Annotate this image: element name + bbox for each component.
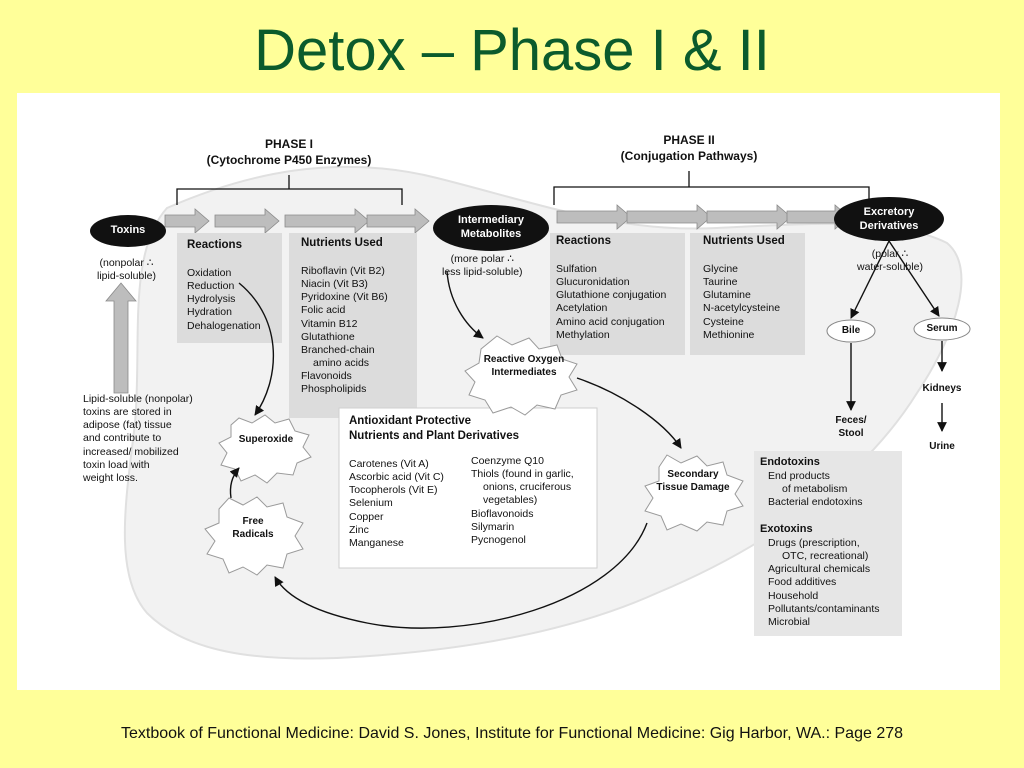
- superoxide-label: Superoxide: [238, 434, 294, 445]
- phase2-nutrients-box: [690, 233, 805, 355]
- slide-title: Detox – Phase I & II: [254, 18, 770, 83]
- phase2-nutrients-list: Glycine Taurine Glutamine N-acetylcystei…: [703, 263, 781, 341]
- citation: Textbook of Functional Medicine: David S…: [120, 725, 904, 742]
- intermediary-note: (more polar ∴ less lipid-soluble): [442, 253, 523, 279]
- urine-label: Urine: [929, 441, 955, 452]
- arrow-freeradicals-superoxide: [229, 467, 240, 499]
- arrow-intermediary-ros: [446, 270, 484, 339]
- toxin-sources-box: [754, 451, 902, 636]
- arrow-excretory-serum: [888, 240, 940, 317]
- secondary-damage-label: Secondary Tissue Damage: [656, 469, 730, 493]
- antioxidant-box: [338, 407, 598, 569]
- lipid-storage-note: Lipid-soluble (nonpolar) toxins are stor…: [83, 393, 193, 484]
- antioxidant-list-2: Coenzyme Q10 Thiols (found in garlic, on…: [471, 455, 574, 546]
- excretory-note: (polar ∴ water-soluble): [857, 248, 923, 274]
- excretory-oval: [834, 197, 944, 241]
- bile-label: Bile: [841, 325, 861, 336]
- free-radicals-burst: [204, 496, 304, 576]
- phase2-bracket: [553, 171, 870, 205]
- arrow-secondary-freeradicals: [274, 522, 648, 629]
- endotoxins-list: End products of metabolism Bacterial end…: [768, 470, 863, 509]
- arrow-phase1-superoxide: [238, 282, 275, 416]
- exotoxins-title: Exotoxins: [760, 523, 813, 535]
- intermediary-label: Intermediary Metabolites: [457, 214, 525, 240]
- phase1-nutrients-box: [289, 233, 417, 418]
- exotoxins-list: Drugs (prescription, OTC, recreational) …: [768, 537, 880, 628]
- main-flow-arrows: [105, 204, 850, 394]
- phase1-reactions-list: Oxidation Reduction Hydrolysis Hydration…: [187, 267, 261, 332]
- diagram-panel: PHASE I (Cytochrome P450 Enzymes) PHASE …: [17, 93, 1000, 690]
- bile-oval: [826, 319, 876, 343]
- phase2-reactions-label: Reactions: [556, 235, 611, 247]
- phase2-reactions-box: [550, 233, 685, 355]
- phase1-nutrients-label: Nutrients Used: [301, 237, 383, 249]
- feces-label: Feces/ Stool: [835, 415, 867, 439]
- arrow-excretory-bile: [850, 240, 890, 319]
- phase1-reactions-label: Reactions: [187, 239, 242, 251]
- secondary-damage-burst: [644, 454, 744, 532]
- diagram-graphics: [90, 165, 971, 660]
- ros-burst: [464, 335, 578, 416]
- phase1-reactions-box: [177, 233, 282, 343]
- superoxide-burst: [218, 414, 312, 484]
- phase2-header: PHASE II (Conjugation Pathways): [620, 133, 758, 163]
- phase2-reactions-list: Sulfation Glucuronidation Glutathione co…: [556, 263, 667, 341]
- serum-label: Serum: [926, 323, 958, 334]
- phase2-nutrients-label: Nutrients Used: [703, 235, 785, 247]
- arrow-ros-secondary: [576, 377, 682, 449]
- serum-oval: [913, 317, 971, 341]
- toxins-label: Toxins: [110, 224, 146, 236]
- antioxidant-list-1: Carotenes (Vit A) Ascorbic acid (Vit C) …: [349, 458, 444, 549]
- endotoxins-title: Endotoxins: [760, 456, 820, 468]
- toxins-oval: [90, 215, 166, 247]
- phase1-header: PHASE I (Cytochrome P450 Enzymes): [206, 137, 372, 167]
- antioxidant-title: Antioxidant Protective Nutrients and Pla…: [349, 415, 519, 442]
- ros-label: Reactive Oxygen Intermediates: [483, 354, 565, 378]
- kidneys-label: Kidneys: [922, 383, 962, 394]
- free-radicals-label: Free Radicals: [232, 516, 274, 540]
- excretory-label: Excretory Derivatives: [859, 206, 919, 232]
- phase1-nutrients-list: Riboflavin (Vit B2) Niacin (Vit B3) Pyri…: [301, 265, 388, 396]
- intermediary-oval: [433, 205, 549, 251]
- phase1-bracket: [176, 175, 403, 205]
- toxins-note: (nonpolar ∴ lipid-soluble): [97, 257, 156, 283]
